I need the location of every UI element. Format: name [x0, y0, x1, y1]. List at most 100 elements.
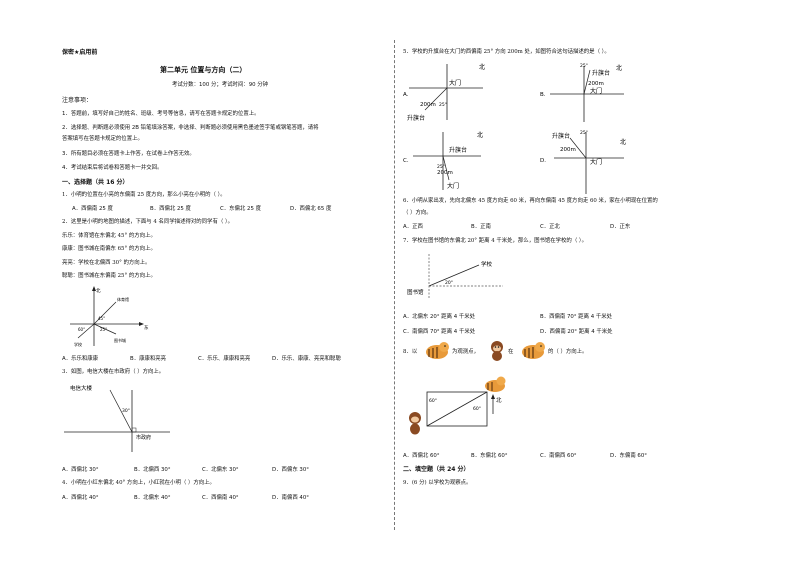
q5d-angle: 25° [580, 130, 588, 136]
q9-stem: 9．(6 分) 以学校为观察点。 [403, 480, 472, 486]
q5-label-d: D. [540, 158, 546, 164]
q5-label-a: A. [403, 92, 409, 98]
q2-statement-3: 亮亮：学校在北偏西 30° 的方向上。 [62, 260, 151, 266]
q8-option-d: D．东偏南 60° [610, 453, 647, 459]
q1-option-d: D．西偏北 65 度 [290, 206, 332, 212]
notes-heading: 注意事项： [62, 97, 93, 104]
q3-tower-label: 电信大楼 [70, 384, 93, 392]
q7-school-label: 学校 [481, 260, 493, 268]
q5d-north: 北 [620, 138, 626, 146]
q5d-dist: 200m [560, 147, 576, 153]
q2-statement-1: 乐乐：体育馆在东偏北 45° 的方向上。 [62, 233, 156, 239]
q5a-angle: 25° [439, 102, 447, 108]
q8-angle-left: 60° [429, 398, 437, 404]
q2-school-label: 学校 [74, 341, 82, 347]
q4-option-b: B．北偏东 40° [134, 495, 171, 501]
q5b-gate: 大门 [590, 87, 602, 95]
q1-option-c: C．东偏北 25 度 [220, 206, 262, 212]
q7-figure: 学校 图书馆 20° [407, 254, 503, 298]
q5a-gate: 大门 [449, 79, 461, 87]
q5c-gate: 大门 [447, 182, 459, 190]
section-choice-heading: 一、选择题（共 16 分） [62, 179, 129, 186]
q6-option-c: C．正北 [540, 224, 560, 230]
q8-stem-tiger-icon [426, 342, 449, 359]
q5a-dist: 200m [420, 102, 436, 108]
q5a-north: 北 [479, 63, 485, 71]
q7-angle-label: 20° [445, 280, 453, 286]
q8-stem-observer: 为观测点， [452, 349, 479, 355]
q2-stem: 2．这里是小明的地图的描述，下面与 4 名同学描述得对的同学有（ ）。 [62, 219, 234, 225]
q5-option-b-figure: B. 25° 升旗台 200m 大门 北 [540, 63, 624, 122]
q3-option-c: C．北偏东 30° [202, 467, 239, 473]
q3-option-a: A．西偏北 30° [62, 467, 99, 473]
q2-statement-2: 康康：图书城在南偏东 65° 的方向上。 [62, 246, 156, 252]
q7-option-a: A．北偏东 20° 距离 4 千米处 [403, 314, 476, 320]
q8-stem-monkey-icon [491, 341, 503, 361]
q8-north-label: 北 [496, 396, 502, 404]
q3-angle-label: 30° [122, 408, 130, 414]
note-2: 2．选择题、判断题必须使用 2B 铅笔填涂答案，非选择、判断题必须使用黑色墨迹签… [62, 125, 319, 131]
q1-option-a: A．西偏南 25 度 [72, 206, 113, 212]
confidential-label: 保密★启用前 [62, 49, 98, 56]
q2-angle-45: 45° [98, 316, 105, 321]
note-2-cont: 答案填写在答题卡规定的位置上。 [62, 136, 143, 142]
q5c-dist: 200m [437, 170, 453, 176]
q8-stem-prefix: 8．以 [403, 349, 418, 355]
q5-option-a-figure: A. 北 大门 200m 25° 升旗台 [403, 63, 485, 122]
q4-option-a: A．西偏北 40° [62, 495, 99, 501]
q3-option-b: B．北偏西 30° [134, 467, 171, 473]
q5b-north: 北 [616, 64, 622, 72]
note-1: 1．答题前，填写好自己的姓名、班级、考号等信息，请写在答题卡规定的位置上。 [62, 111, 260, 117]
q5-label-c: C. [403, 158, 409, 164]
q2-option-c: C．乐乐、康康和亮亮 [198, 356, 251, 362]
q8-stem-in: 在 [508, 349, 514, 355]
q5c-north: 北 [477, 131, 483, 139]
q1-stem: 1．小明的位置在小亮的东偏南 25 度方向，那么小亮在小明的（ ）。 [62, 192, 226, 198]
q8-option-a: A．西偏北 60° [403, 453, 440, 459]
q5b-angle: 25° [580, 63, 588, 69]
q3-govt-label: 市政府 [136, 434, 151, 441]
q4-option-d: D．南偏西 40° [272, 495, 309, 501]
q2-map-figure: 北 东 体育馆 学校 图书城 45° 60° 25° [70, 286, 149, 347]
q2-east-label: 东 [144, 324, 149, 331]
q7-option-d: D．西偏南 20° 距离 4 千米处 [540, 329, 613, 335]
score-line: 考试分数：100 分；考试时间：90 分钟 [172, 82, 269, 88]
q5-stem: 5．学校的升旗台在大门的西偏南 25° 方向 200m 处，如图符合这句话描述的… [403, 49, 610, 55]
page-title: 第二单元 位置与方向（二） [160, 66, 247, 74]
q2-north-label: 北 [96, 287, 101, 294]
q5d-flag: 升旗台 [552, 132, 570, 140]
q5c-flag: 升旗台 [449, 146, 467, 154]
q4-option-c: C．西偏南 40° [202, 495, 239, 501]
note-3: 3．所有题目必须在答题卡上作答，在试卷上作答无效。 [62, 151, 195, 157]
q2-angle-60: 60° [78, 327, 85, 332]
note-4: 4．考试结束后将试卷和答题卡一并交回。 [62, 165, 163, 171]
q8-figure: 北 60° 60° [409, 376, 506, 435]
q6-option-a: A．正西 [403, 224, 423, 230]
q5d-gate: 大门 [590, 158, 602, 166]
q2-statement-4: 聪聪：图书城在东偏南 25° 的方向上。 [62, 273, 156, 279]
q5a-flag: 升旗台 [407, 114, 425, 122]
q5b-dist: 200m [588, 81, 604, 87]
q2-option-a: A．乐乐和康康 [62, 356, 99, 362]
q6-stem-2: （ ）方向。 [403, 210, 432, 216]
section-fill-heading: 二、填空题（共 24 分） [403, 466, 470, 473]
q3-figure: 电信大楼 市政府 30° [64, 384, 170, 452]
q5-option-c-figure: C. 北 升旗台 200m 25° 大门 [403, 131, 483, 190]
q7-option-b: B．西偏南 70° 距离 4 千米处 [540, 314, 613, 320]
q8-option-b: B．东偏北 60° [471, 453, 508, 459]
q1-option-b: B．西偏北 25 度 [150, 206, 191, 212]
q7-stem: 7．学校在图书馆的东偏北 20° 距离 4 千米处，那么，图书馆在学校的（ ）。 [403, 238, 588, 244]
q8-option-c: C．南偏西 60° [540, 453, 577, 459]
q7-option-c: C．南偏西 70° 距离 4 千米处 [403, 329, 476, 335]
q8-stem-tiger-icon-2 [522, 342, 545, 359]
q6-stem: 6．小明从家出发，先向北偏东 45 度方向走 60 米，再向东偏南 45 度方向… [403, 198, 658, 204]
q8-stem-suffix: 的（ ）方向上。 [548, 349, 588, 355]
q5c-angle: 25° [437, 164, 445, 170]
q3-option-d: D．西偏东 30° [272, 467, 309, 473]
q3-stem: 3．如图，电信大楼在市政府（ ）方向上。 [62, 369, 165, 375]
q4-stem: 4．小明在小红东偏北 40° 方向上，小红就在小明（ ）方向上。 [62, 480, 215, 486]
q7-library-label: 图书馆 [407, 288, 424, 296]
column-divider [394, 40, 395, 530]
q2-angle-25: 25° [100, 327, 107, 332]
q2-library-label: 图书城 [114, 337, 126, 343]
